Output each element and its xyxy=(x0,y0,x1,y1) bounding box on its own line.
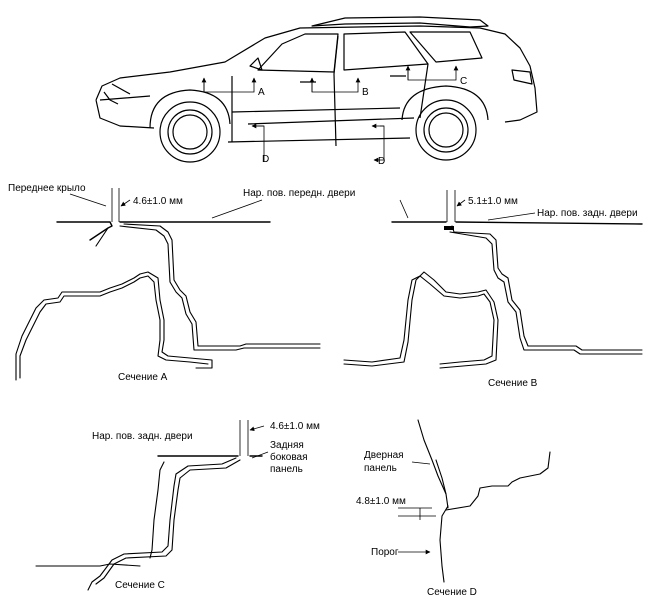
marker-b: B xyxy=(362,87,369,98)
section-c-gap-label: 4.6±1.0 мм xyxy=(270,421,320,432)
section-d-door-label-1: Дверная xyxy=(364,450,404,461)
section-b: 5.1±1.0 мм Нар. пов. задн. двери Сечение… xyxy=(343,190,643,389)
section-c-panel-label-1: Задняя xyxy=(270,440,304,451)
section-c-door-label: Нар. пов. задн. двери xyxy=(92,431,193,442)
marker-c: C xyxy=(460,76,467,87)
section-d-caption: Сечение D xyxy=(427,587,477,598)
marker-d-front: D xyxy=(262,154,269,165)
section-a-caption: Сечение A xyxy=(118,372,168,383)
section-c-panel-label-2: боковая xyxy=(270,451,308,463)
marker-d-rear: D xyxy=(378,156,385,167)
section-d-sill-label: Порог xyxy=(371,547,399,558)
section-c: Нар. пов. задн. двери 4.6±1.0 мм Задняя … xyxy=(35,420,320,591)
section-d-door-label-2: панель xyxy=(364,463,397,474)
section-b-caption: Сечение B xyxy=(488,378,538,389)
section-c-caption: Сечение C xyxy=(115,580,165,591)
section-a: Переднее крыло 4.6±1.0 мм Нар. пов. пере… xyxy=(8,183,409,383)
section-d-gap-label: 4.8±1.0 мм xyxy=(356,496,406,507)
section-a-gap-label: 4.6±1.0 мм xyxy=(133,196,183,207)
section-a-fender-label: Переднее крыло xyxy=(8,183,86,194)
car-side-view: A B C D D xyxy=(95,16,538,167)
section-c-panel-label-3: панель xyxy=(270,464,303,475)
section-b-door-label: Нар. пов. задн. двери xyxy=(537,208,638,219)
marker-a: A xyxy=(258,87,265,98)
section-d: Дверная панель 4.8±1.0 мм Порог Сечение … xyxy=(356,419,551,598)
section-b-gap-label: 5.1±1.0 мм xyxy=(468,196,518,207)
section-a-door-label: Нар. пов. передн. двери xyxy=(243,188,355,199)
